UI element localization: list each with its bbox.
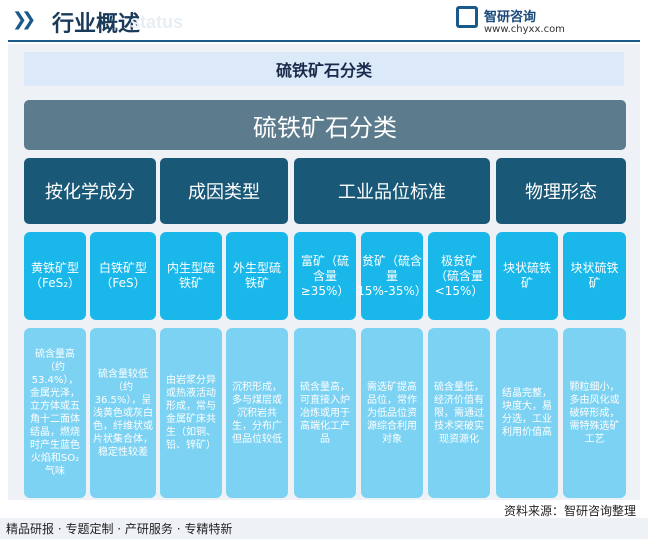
description-node: 需选矿提高品位，常作为低品位资源综合利用对象 (361, 328, 423, 498)
category-grade: 工业品位标准 (294, 158, 490, 224)
chevron-icon: ❯❯ (12, 9, 36, 30)
description-node: 硫含量高，可直接入炉冶炼或用于高端化工产品 (294, 328, 356, 498)
header-divider (8, 40, 640, 42)
subtype-node: 富矿（硫含量≥35%） (294, 232, 356, 320)
page-title: 行业概述 (52, 12, 141, 37)
logo-text: 智研咨询 (484, 10, 537, 25)
footer: 资料来源：智研咨询整理 精品研报 · 专题定制 · 产研服务 · 专精特新 (0, 500, 648, 539)
source-note: 资料来源：智研咨询整理 (503, 504, 636, 518)
description-node: 颗粒细小，多由风化或破碎形成，需特殊选矿工艺 (563, 328, 626, 498)
description-node: 沉积形成，多与煤层或沉积岩共生，分布广但品位较低 (226, 328, 288, 498)
subtype-node: 内生型硫铁矿 (160, 232, 222, 320)
logo-url: www.chyxx.com (484, 24, 565, 35)
footer-bar (0, 518, 648, 539)
footer-tags: 精品研报 · 专题定制 · 产研服务 · 专精特新 (6, 522, 233, 536)
subtype-node: 白铁矿型（FeS） (90, 232, 156, 320)
subtype-node: 极贫矿（硫含量<15%） (428, 232, 490, 320)
category-genesis: 成因类型 (160, 158, 288, 224)
header: ❯❯ 行业概述 status 智研咨询 www.chyxx.com (0, 0, 648, 40)
logo-icon (456, 6, 478, 28)
description-node: 硫含量较低（约36.5%），呈浅黄色或灰白色，纤维状或片状集合体，稳定性较差 (90, 328, 156, 498)
diagram-title: 硫铁矿石分类 (24, 52, 624, 86)
subtype-node: 块状硫铁矿 (563, 232, 626, 320)
subtype-node: 块状硫铁矿 (496, 232, 558, 320)
category-chemical: 按化学成分 (24, 158, 156, 224)
watermark-text: status (130, 12, 184, 32)
description-node: 由岩浆分异或热液活动形成，常与金属矿床共生（如铜、铅、锌矿） (160, 328, 222, 498)
subtype-node: 黄铁矿型（FeS₂） (24, 232, 86, 320)
subtype-node: 贫矿（硫含量15%-35%） (357, 232, 427, 320)
subtype-node: 外生型硫铁矿 (226, 232, 288, 320)
description-node: 结晶完整，块度大，易分选，工业利用价值高 (496, 328, 558, 498)
root-node: 硫铁矿石分类 (24, 100, 626, 150)
category-form: 物理形态 (496, 158, 626, 224)
description-node: 硫含量低，经济价值有限，需通过技术突破实现资源化 (428, 328, 490, 498)
description-node: 硫含量高（约53.4%），金属光泽，立方体或五角十二面体结晶，燃烧时产生蓝色火焰… (24, 328, 86, 498)
brand-logo: 智研咨询 www.chyxx.com (456, 6, 636, 40)
